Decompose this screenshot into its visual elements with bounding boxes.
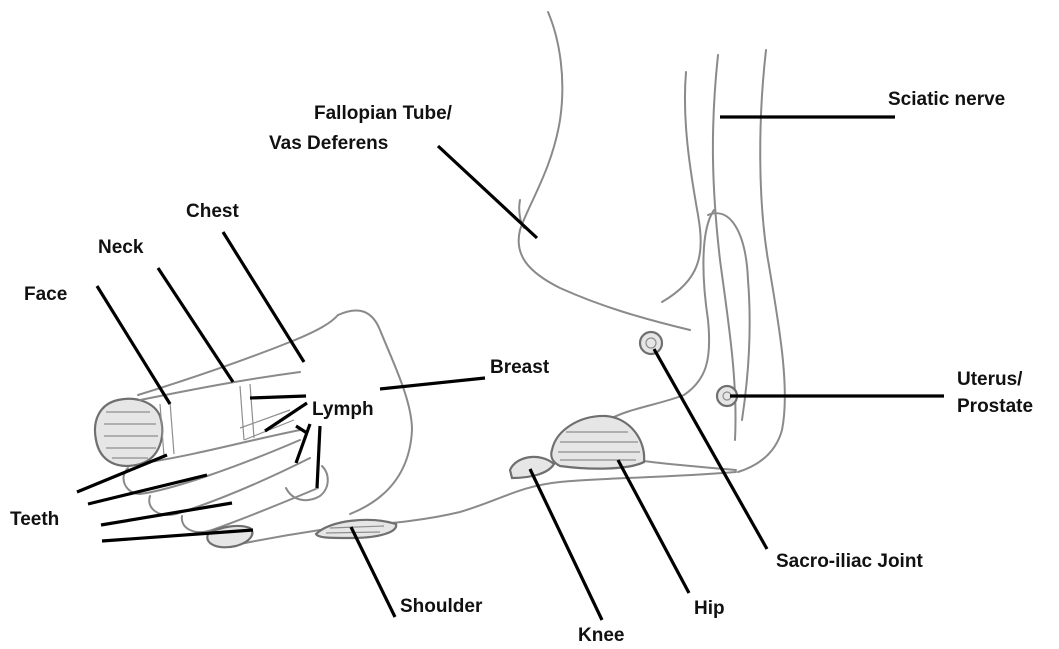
leader-neck bbox=[158, 268, 233, 382]
label-knee: Knee bbox=[578, 624, 624, 648]
leader-chest bbox=[223, 232, 304, 362]
label-prostate: Prostate bbox=[957, 395, 1033, 419]
label-face: Face bbox=[24, 283, 67, 307]
leader-knee bbox=[530, 469, 602, 620]
label-shoulder: Shoulder bbox=[400, 595, 482, 619]
label-neck: Neck bbox=[98, 236, 143, 260]
label-uterus: Uterus/ bbox=[957, 368, 1022, 392]
leader-fallopian bbox=[438, 146, 537, 238]
label-sciatic-nerve: Sciatic nerve bbox=[888, 88, 1005, 112]
label-lymph: Lymph bbox=[312, 398, 374, 422]
label-fallopian-tube: Fallopian Tube/ bbox=[314, 102, 452, 126]
label-sacro-iliac-joint: Sacro-iliac Joint bbox=[776, 550, 923, 574]
leader-lymph-4 bbox=[317, 426, 320, 488]
leader-hip bbox=[618, 460, 689, 593]
label-teeth: Teeth bbox=[10, 508, 59, 532]
leg-outline bbox=[519, 12, 785, 472]
label-breast: Breast bbox=[490, 356, 549, 380]
leader-teeth-3 bbox=[101, 503, 232, 525]
leader-face bbox=[97, 286, 170, 404]
leader-shoulder bbox=[351, 527, 395, 617]
leader-breast bbox=[380, 378, 485, 389]
leader-lymph-1 bbox=[250, 396, 306, 398]
leader-sacro bbox=[654, 349, 767, 549]
label-hip: Hip bbox=[694, 597, 725, 621]
label-vas-deferens: Vas Deferens bbox=[269, 132, 388, 156]
label-chest: Chest bbox=[186, 200, 239, 224]
